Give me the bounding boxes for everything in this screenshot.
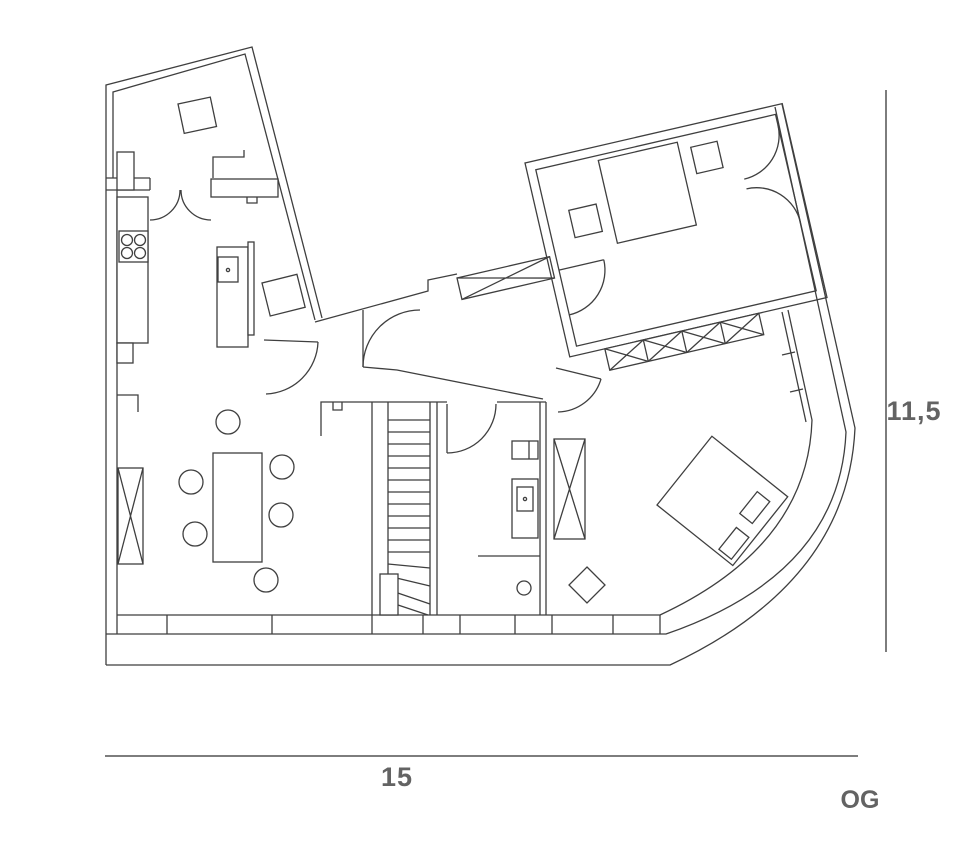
hob-burners-icon [120, 233, 147, 260]
bedroom-left-door [558, 259, 606, 316]
topleft-room-table-icon [177, 96, 218, 135]
stairs-icon [379, 419, 431, 616]
nook-table-icon [261, 273, 306, 317]
outer-walls [105, 46, 856, 666]
rotated-bedroom-wing [524, 102, 828, 372]
corridor-top-wall [314, 273, 458, 323]
stair-bath-block [320, 401, 547, 616]
bed-top-icon [597, 141, 698, 245]
kitchen-and-topleft-room [106, 96, 319, 412]
chair-icon [253, 567, 279, 593]
wall-band [210, 178, 279, 198]
bath-cabinet [511, 440, 539, 460]
right-window-tick-2 [789, 388, 804, 393]
winder-steps [387, 563, 431, 616]
chair-icon [269, 454, 295, 480]
island-sink-tap [225, 267, 231, 273]
chair-icon [268, 502, 294, 528]
bedroom-window-hatch [604, 312, 765, 372]
bedside-table-icon [567, 203, 604, 239]
inner-wall-right-and-bottom [117, 309, 813, 616]
pillow-icon [717, 526, 750, 561]
bathroom-fixtures [478, 440, 540, 596]
dining-table-icon [212, 452, 263, 563]
diamond-table-icon [568, 566, 606, 604]
dimension-annotations: 15 11,5 OG [105, 90, 941, 814]
right-window-glazing [781, 311, 807, 423]
corridor-bottom-wall [362, 366, 544, 400]
double-door [149, 189, 212, 221]
corridor-window-hatch [456, 255, 556, 301]
bathroom-door [446, 403, 497, 454]
kitchen-counter [116, 196, 149, 344]
stair-newel [379, 573, 399, 616]
bedroom-right-doors [744, 124, 802, 223]
wall-stub [117, 394, 139, 412]
width-dimension-label: 15 [381, 762, 413, 792]
floor-drain-icon [516, 580, 532, 596]
hall-corridor-door [362, 309, 421, 368]
mid-wall-right-and-bottom [106, 106, 847, 635]
chair-icon [215, 409, 241, 435]
dining-chairs-icon [178, 409, 295, 593]
kitchen-sink-unit [116, 342, 134, 364]
nook-door [263, 339, 319, 395]
diagonal-bed-icon [656, 435, 789, 567]
wardrobe-hatch [553, 438, 586, 540]
outer-wall-left-wing [105, 46, 323, 665]
right-window-tick-1 [781, 351, 796, 356]
bedside-table-icon [689, 140, 724, 175]
floor-level-label: OG [841, 786, 880, 814]
outer-wall-right-and-bottom [106, 103, 856, 666]
kitchen-island-strip [247, 241, 255, 336]
corridor-bigroom-door [555, 367, 602, 413]
living-dining-room [117, 409, 295, 593]
pillow-icon [738, 490, 771, 525]
left-window-hatch [117, 467, 144, 565]
bottom-window-dividers [116, 615, 661, 634]
island-sink [217, 256, 239, 283]
room-step [212, 150, 245, 178]
wall-pillar [116, 151, 135, 191]
corner-bedroom [553, 435, 789, 604]
chair-icon [178, 469, 204, 495]
corridor-walls [314, 255, 602, 413]
inner-wall-left-wing [112, 53, 316, 321]
chair-icon [182, 521, 208, 547]
height-dimension-label: 11,5 [886, 396, 941, 426]
